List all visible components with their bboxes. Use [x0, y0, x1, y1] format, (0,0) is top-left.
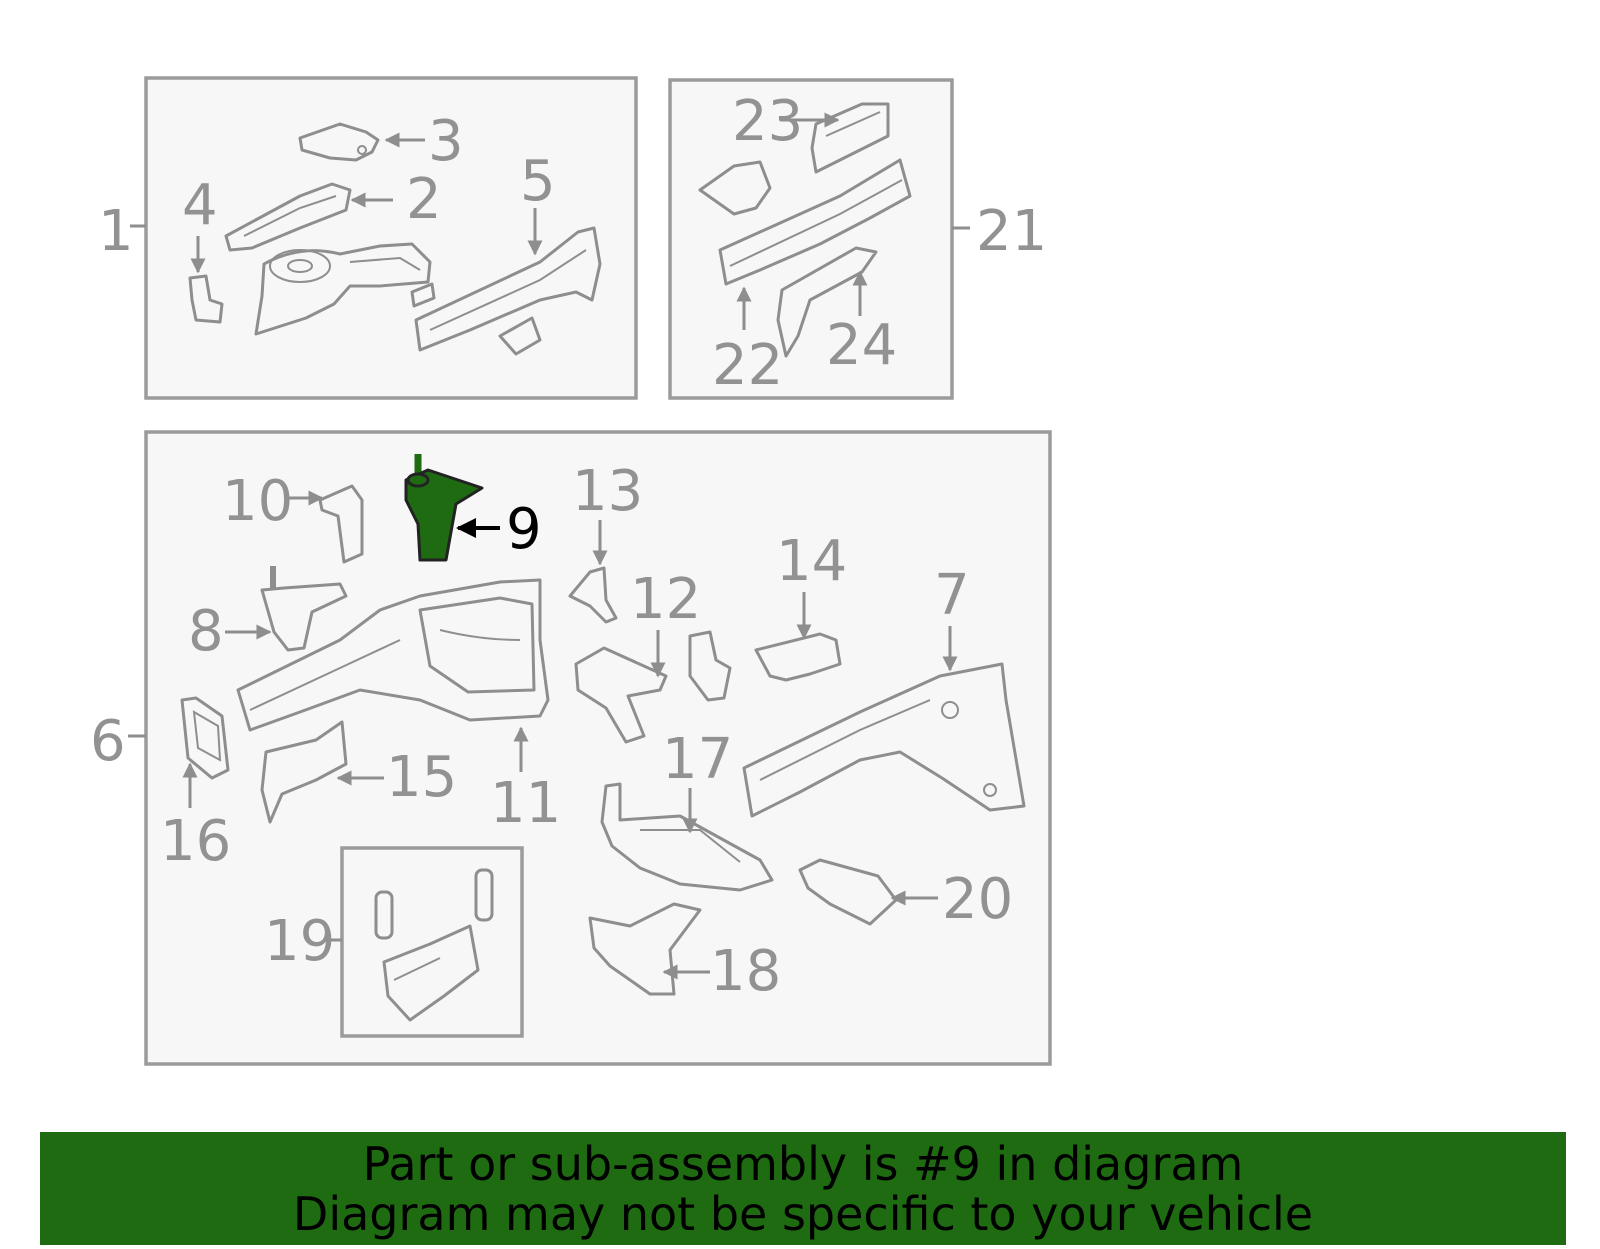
- callout-24: 24: [826, 313, 897, 378]
- part-10[interactable]: [286, 484, 364, 564]
- callout-21: 21: [976, 199, 1047, 264]
- callout-10: 10: [222, 469, 293, 534]
- part-19[interactable]: [374, 868, 494, 1022]
- part-9-highlighted[interactable]: [404, 454, 500, 562]
- callout-1: 1: [98, 199, 134, 264]
- callout-15: 15: [386, 745, 457, 810]
- part-7[interactable]: [742, 626, 1026, 818]
- part-8[interactable]: [225, 566, 348, 652]
- bracket: [698, 160, 772, 216]
- callout-3: 3: [428, 109, 464, 174]
- callout-16: 16: [160, 809, 231, 874]
- part-23[interactable]: [780, 102, 890, 174]
- callout-22: 22: [712, 333, 783, 398]
- part-15[interactable]: [260, 720, 384, 824]
- callout-2: 2: [406, 167, 442, 232]
- part-13[interactable]: [568, 520, 618, 624]
- callout-17: 17: [662, 727, 733, 792]
- callout-18: 18: [710, 939, 781, 1004]
- callout-19: 19: [264, 909, 335, 974]
- callout-9-highlighted: 9: [506, 497, 542, 562]
- part-11[interactable]: [236, 578, 550, 772]
- callout-14: 14: [776, 529, 847, 594]
- callout-4: 4: [182, 173, 218, 238]
- part-4[interactable]: [188, 236, 224, 324]
- part-14[interactable]: [754, 592, 842, 682]
- callout-labels: 1 2 3 4 5 6 7 8 9 10 11 12 13 14 15 16 1…: [90, 89, 1047, 1004]
- part-24[interactable]: [776, 246, 878, 358]
- callout-23: 23: [732, 89, 803, 154]
- part-20[interactable]: [798, 858, 938, 926]
- part-22[interactable]: [718, 158, 912, 330]
- callout-20: 20: [942, 867, 1013, 932]
- part-12[interactable]: [574, 630, 668, 744]
- callout-11: 11: [490, 771, 561, 836]
- group-box-1: [130, 76, 638, 400]
- callout-8: 8: [188, 599, 224, 664]
- part-16[interactable]: [180, 696, 230, 808]
- banner-line-1: Part or sub-assembly is #9 in diagram: [362, 1136, 1244, 1191]
- callout-7: 7: [934, 563, 970, 628]
- part-2[interactable]: [224, 182, 393, 252]
- info-banner: Part or sub-assembly is #9 in diagram Di…: [40, 1132, 1566, 1245]
- strut-housing: [254, 242, 436, 336]
- part-3[interactable]: [298, 122, 425, 162]
- banner-line-2: Diagram may not be specific to your vehi…: [292, 1186, 1314, 1241]
- part-5[interactable]: [414, 208, 602, 356]
- callout-13: 13: [572, 459, 643, 524]
- callout-12: 12: [630, 567, 701, 632]
- bracket-small: [688, 630, 732, 702]
- callout-6: 6: [90, 709, 126, 774]
- part-18[interactable]: [588, 902, 710, 996]
- callout-5: 5: [520, 149, 556, 214]
- part-17[interactable]: [600, 782, 774, 892]
